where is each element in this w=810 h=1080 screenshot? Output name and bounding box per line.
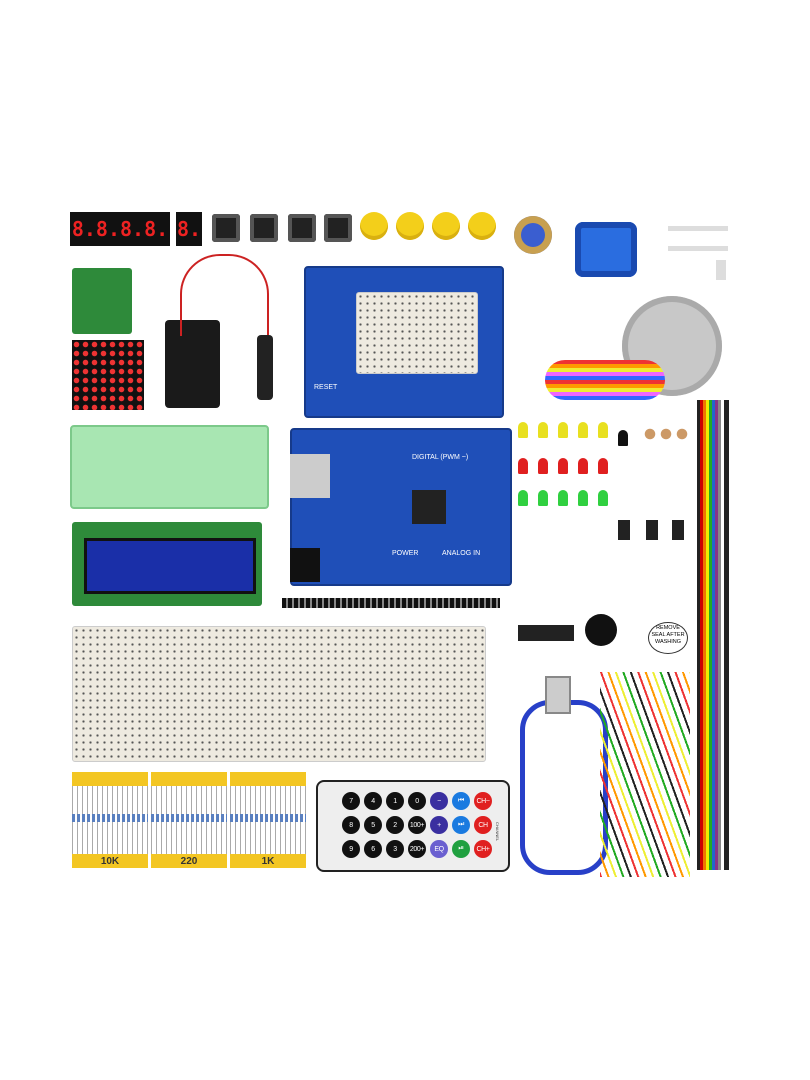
stepper-driver-board bbox=[72, 268, 132, 334]
led bbox=[558, 490, 568, 506]
remote-button: − bbox=[430, 792, 448, 810]
dc-plug bbox=[257, 335, 273, 400]
remote-button: CH+ bbox=[474, 840, 492, 858]
resistors-220: 220 bbox=[151, 772, 227, 868]
resistor-label-220: 220 bbox=[151, 854, 227, 868]
breadboard bbox=[72, 626, 486, 762]
push-button bbox=[288, 214, 316, 242]
led bbox=[578, 490, 588, 506]
resistors-1k: 1K bbox=[230, 772, 306, 868]
dupont-ribbon-cable bbox=[697, 400, 729, 870]
resistor-label-1k: 1K bbox=[230, 854, 306, 868]
remote-button: 1 bbox=[386, 792, 404, 810]
analog-label: ANALOG IN bbox=[442, 550, 481, 557]
buzzer bbox=[585, 614, 617, 646]
remote-button: ⏭ bbox=[452, 816, 470, 834]
remote-button: 0 bbox=[408, 792, 426, 810]
led bbox=[598, 458, 608, 474]
resistors-10k: 10K bbox=[72, 772, 148, 868]
remote-button: 3 bbox=[386, 840, 404, 858]
ir-remote: 7 4 1 0 − ⏮ CH− 8 5 2 100+ + ⏭ CH 9 6 3 … bbox=[316, 780, 510, 872]
led-matrix bbox=[72, 340, 144, 410]
push-button bbox=[250, 214, 278, 242]
microcontroller-chip bbox=[412, 490, 446, 524]
led bbox=[598, 490, 608, 506]
header-pins bbox=[282, 598, 500, 608]
digital-label: DIGITAL (PWM ~) bbox=[412, 454, 469, 461]
remote-button: ⏮ bbox=[452, 792, 470, 810]
led bbox=[538, 490, 548, 506]
led bbox=[558, 458, 568, 474]
sensors bbox=[618, 520, 688, 540]
mini-breadboard bbox=[356, 292, 478, 374]
remote-button: CH− bbox=[474, 792, 492, 810]
remote-button: 100+ bbox=[408, 816, 426, 834]
photoresistors bbox=[642, 428, 690, 440]
battery-wire bbox=[180, 254, 269, 336]
ir-led bbox=[618, 430, 628, 446]
servo-horns bbox=[668, 220, 728, 280]
lcd-1602 bbox=[72, 522, 262, 606]
power-label: POWER bbox=[392, 550, 419, 557]
remote-button: 7 bbox=[342, 792, 360, 810]
channel-label: CHANNEL bbox=[495, 822, 500, 842]
button-cap bbox=[360, 212, 388, 240]
ic-chip bbox=[518, 625, 574, 641]
leds bbox=[516, 422, 611, 582]
button-cap bbox=[468, 212, 496, 240]
remote-button: 8 bbox=[342, 816, 360, 834]
led bbox=[538, 458, 548, 474]
led bbox=[558, 422, 568, 438]
usb-connector bbox=[545, 676, 571, 714]
one-digit-7-segment-display: 8. bbox=[176, 212, 202, 246]
servo-motor bbox=[575, 222, 637, 277]
jumper-wires bbox=[600, 672, 690, 877]
led bbox=[518, 490, 528, 506]
remote-button: EQ bbox=[430, 840, 448, 858]
remote-button: 6 bbox=[364, 840, 382, 858]
component-box bbox=[70, 425, 269, 509]
remote-button: 200+ bbox=[408, 840, 426, 858]
usb-b-port bbox=[290, 454, 330, 498]
remote-button: CH bbox=[474, 816, 492, 834]
led bbox=[578, 422, 588, 438]
lcd-screen bbox=[84, 538, 256, 594]
stepper-wires bbox=[545, 360, 665, 400]
four-digit-7-segment-display: 8.8.8.8. bbox=[70, 212, 170, 246]
remote-button: 4 bbox=[364, 792, 382, 810]
potentiometer bbox=[514, 216, 552, 254]
reset-label: RESET bbox=[314, 384, 338, 391]
button-cap bbox=[432, 212, 460, 240]
led bbox=[578, 458, 588, 474]
remote-button: 9 bbox=[342, 840, 360, 858]
prototype-shield: RESET bbox=[304, 266, 504, 418]
dc-jack bbox=[290, 548, 320, 582]
resistor-label-10k: 10K bbox=[72, 854, 148, 868]
remote-button: 5 bbox=[364, 816, 382, 834]
remove-seal-label: REMOVE SEAL AFTER WASHING bbox=[648, 622, 688, 654]
usb-cable bbox=[520, 700, 608, 875]
button-cap bbox=[396, 212, 424, 240]
remote-button: ⏯ bbox=[452, 840, 470, 858]
push-button bbox=[212, 214, 240, 242]
led bbox=[598, 422, 608, 438]
led bbox=[538, 422, 548, 438]
remote-button: 2 bbox=[386, 816, 404, 834]
led bbox=[518, 422, 528, 438]
led bbox=[518, 458, 528, 474]
push-button bbox=[324, 214, 352, 242]
remote-button: + bbox=[430, 816, 448, 834]
arduino-uno-board: DIGITAL (PWM ~) POWER ANALOG IN bbox=[290, 428, 512, 586]
